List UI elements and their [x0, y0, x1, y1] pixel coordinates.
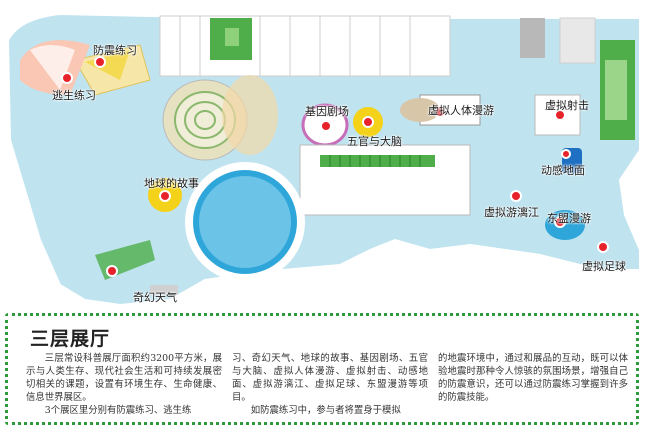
label-donggan: 动感地面 [541, 164, 585, 177]
info-panel: 三层展厅 三层常设科普展厅面积约3200平方米，展示与人类生存、现代社会生活和可… [5, 313, 639, 425]
marker-xuni-sheji [554, 109, 566, 121]
marker-dongmeng [554, 216, 566, 228]
exhibit-markers [61, 56, 609, 277]
marker-taosheng [61, 72, 73, 84]
label-taosheng: 逃生练习 [52, 89, 96, 102]
marker-qihuan [106, 265, 118, 277]
info-column-3: 的地震环境中，通过和展品的互动，既可以体验地震时那种令人惊骇的氛围场景，增强自己… [438, 352, 628, 404]
label-dongmeng: 东盟漫游 [547, 212, 591, 225]
marker-fangzhen [94, 56, 106, 68]
label-xuni-sheji: 虚拟射击 [545, 99, 589, 112]
info-column-1: 三层常设科普展厅面积约3200平方米，展示与人类生存、现代社会生活和可持续发展密… [26, 352, 222, 417]
marker-xuni-you [510, 190, 522, 202]
marker-xuni-zuqiu [597, 241, 609, 253]
label-wuguan: 五官与大脑 [347, 135, 402, 148]
info-col1-para2: 3个展区里分别有防震练习、逃生练 [44, 405, 192, 416]
info-col1-para1: 三层常设科普展厅面积约3200平方米，展示与人类生存、现代社会生活和可持续发展密… [26, 353, 222, 403]
marker-jiyin [320, 120, 332, 132]
floor-plan-map: 防震练习 逃生练习 基因剧场 五官与大脑 虚拟人体漫游 虚拟射击 动感地面 地球… [6, 12, 641, 307]
grey-block-top [520, 18, 545, 58]
label-xuni-zuqiu: 虚拟足球 [582, 260, 626, 273]
label-diqiu: 地球的故事 [144, 177, 199, 190]
floor-plan-drawing [6, 12, 641, 307]
marker-wuguan [362, 116, 374, 128]
label-xuni-you: 虚拟游漓江 [484, 206, 539, 219]
info-col2-para1: 习、奇幻天气、地球的故事、基因剧场、五官与大脑、虚拟人体漫游、虚拟射击、动感地面… [232, 353, 428, 403]
info-column-2: 习、奇幻天气、地球的故事、基因剧场、五官与大脑、虚拟人体漫游、虚拟射击、动感地面… [232, 352, 428, 417]
info-col2-para2: 如防震练习中，参与者将置身于模拟 [250, 405, 401, 416]
info-col3-para1: 的地震环境中，通过和展品的互动，既可以体验地震时那种令人惊骇的氛围场景，增强自己… [438, 353, 628, 403]
marker-donggan [561, 149, 571, 159]
label-jiyin: 基因剧场 [305, 105, 349, 118]
label-xuni-renti: 虚拟人体漫游 [428, 104, 494, 117]
label-qihuan: 奇幻天气 [133, 291, 177, 304]
marker-diqiu [159, 190, 171, 202]
info-title: 三层展厅 [30, 328, 111, 350]
label-fangzhen: 防震练习 [93, 44, 137, 57]
marker-xuni-renti [434, 106, 446, 118]
